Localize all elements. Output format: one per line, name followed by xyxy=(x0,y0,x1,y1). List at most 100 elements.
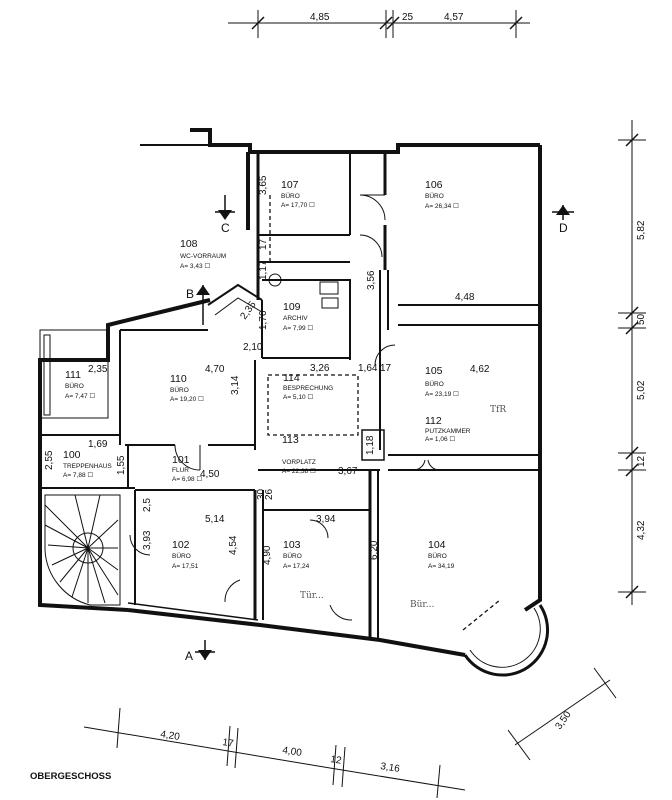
svg-text:109: 109 xyxy=(283,301,301,313)
svg-text:A= 3,43 ☐: A= 3,43 ☐ xyxy=(180,262,210,270)
top-dim-1: 4,85 xyxy=(310,12,330,23)
right-dim-5: 4,32 xyxy=(636,520,647,540)
svg-text:26: 26 xyxy=(264,488,275,500)
svg-text:102: 102 xyxy=(172,539,190,551)
bottom-dim-3: 4,00 xyxy=(282,745,303,759)
svg-text:VORPLATZ: VORPLATZ xyxy=(282,459,316,466)
svg-text:113: 113 xyxy=(282,434,299,446)
svg-text:A= 6,98 ☐: A= 6,98 ☐ xyxy=(172,475,202,483)
left-bay xyxy=(39,329,109,419)
sanitary-fixtures xyxy=(268,273,339,309)
svg-text:1,69: 1,69 xyxy=(88,439,108,450)
svg-text:A= 7,47 ☐: A= 7,47 ☐ xyxy=(65,392,95,400)
exterior-walls xyxy=(38,128,542,657)
door-swings xyxy=(129,194,439,621)
dashed-lines xyxy=(267,195,501,631)
svg-text:1,64: 1,64 xyxy=(358,363,378,374)
bottom-dim-1: 4,20 xyxy=(160,729,181,743)
svg-text:30: 30 xyxy=(256,488,267,500)
room-label-105: 105 BÜRO A= 23,19 ☐ xyxy=(425,365,459,398)
svg-text:4,90: 4,90 xyxy=(262,545,273,565)
section-marker-a: A xyxy=(185,640,215,663)
right-dimension-chain: 5,82 50 5,02 12 4,32 xyxy=(618,120,647,605)
section-marker-b: B xyxy=(186,285,210,325)
svg-text:112: 112 xyxy=(425,415,442,427)
room-label-107: 107 BÜRO A= 17,70 ☐ xyxy=(281,179,315,209)
svg-text:3,26: 3,26 xyxy=(310,363,330,374)
room-label-110: 110 BÜRO A= 19,20 ☐ xyxy=(170,373,204,403)
room-label-112: 112 PUTZKAMMER A= 1,06 ☐ xyxy=(425,415,471,443)
svg-text:BÜRO: BÜRO xyxy=(170,386,189,394)
svg-text:1,18: 1,18 xyxy=(365,435,376,455)
svg-text:5,14: 5,14 xyxy=(205,514,225,525)
svg-text:A= 23,19 ☐: A= 23,19 ☐ xyxy=(425,390,459,398)
svg-text:6,20: 6,20 xyxy=(369,540,380,560)
svg-text:A= 17,70 ☐: A= 17,70 ☐ xyxy=(281,201,315,209)
svg-text:WC-VORRAUM: WC-VORRAUM xyxy=(180,253,226,260)
room-label-103: 103 BÜRO A= 17,24 xyxy=(283,539,310,570)
svg-text:1,55: 1,55 xyxy=(116,455,127,475)
svg-text:2,5: 2,5 xyxy=(142,498,153,512)
svg-text:BÜRO: BÜRO xyxy=(172,552,191,560)
section-label-d: D xyxy=(559,221,568,235)
svg-text:104: 104 xyxy=(428,539,446,551)
svg-text:4,54: 4,54 xyxy=(228,535,239,555)
section-label-b: B xyxy=(186,287,194,301)
svg-text:2,35: 2,35 xyxy=(238,299,258,322)
svg-text:4,62: 4,62 xyxy=(470,364,490,375)
room-label-109: 109 ARCHIV A= 7,99 ☐ xyxy=(283,301,313,332)
section-marker-d: D xyxy=(552,205,574,235)
svg-text:2,55: 2,55 xyxy=(44,450,55,470)
section-label-c: C xyxy=(221,221,230,235)
svg-text:3,65: 3,65 xyxy=(258,175,269,195)
bottom-dimension-chain: 4,20 17 4,00 12 3,16 xyxy=(83,707,466,799)
svg-text:17: 17 xyxy=(380,363,392,374)
svg-text:A= 5,10 ☐: A= 5,10 ☐ xyxy=(283,393,313,401)
room-label-100: 100 TREPPENHAUS A= 7,88 ☐ xyxy=(63,449,112,479)
svg-text:A= 7,99 ☐: A= 7,99 ☐ xyxy=(283,324,313,332)
annotation-tuer: Tür... xyxy=(300,591,324,601)
svg-text:BÜRO: BÜRO xyxy=(425,380,444,388)
annotation-tfr: TfR xyxy=(490,405,506,415)
svg-text:3,93: 3,93 xyxy=(142,530,153,550)
top-dimension-chain: 4,85 25 4,57 xyxy=(228,10,530,38)
right-dim-3: 5,02 xyxy=(636,380,647,400)
svg-text:A= 19,20 ☐: A= 19,20 ☐ xyxy=(170,395,204,403)
drawing-title: OBERGESCHOSS xyxy=(30,771,111,782)
svg-text:106: 106 xyxy=(425,179,443,191)
room-label-114: 114 BESPRECHUNG A= 5,10 ☐ xyxy=(283,372,333,401)
svg-text:1,17: 1,17 xyxy=(258,260,269,280)
svg-text:TREPPENHAUS: TREPPENHAUS xyxy=(63,463,112,470)
svg-text:108: 108 xyxy=(180,238,198,250)
section-marker-c: C xyxy=(215,195,235,235)
svg-text:ARCHIV: ARCHIV xyxy=(283,315,308,322)
room-label-106: 106 BÜRO A= 26,34 ☐ xyxy=(425,179,459,210)
svg-text:4,50: 4,50 xyxy=(200,469,220,480)
room-label-111: 111 BÜRO A= 7,47 ☐ xyxy=(65,369,95,400)
diagonal-dim-label: 3,50 xyxy=(553,709,573,732)
svg-text:FLUR: FLUR xyxy=(172,467,189,474)
bottom-dim-4: 12 xyxy=(330,754,343,767)
room-label-108: 108 WC-VORRAUM A= 3,43 ☐ xyxy=(180,238,226,270)
svg-text:3,14: 3,14 xyxy=(230,375,241,395)
svg-text:105: 105 xyxy=(425,365,443,377)
bay-window xyxy=(463,604,550,677)
svg-text:17: 17 xyxy=(258,238,269,250)
svg-text:1,76: 1,76 xyxy=(258,310,269,330)
svg-text:110: 110 xyxy=(170,373,187,385)
svg-text:PUTZKAMMER: PUTZKAMMER xyxy=(425,428,471,435)
room-label-102: 102 BÜRO A= 17,51 xyxy=(172,539,199,570)
svg-text:A= 17,51: A= 17,51 xyxy=(172,563,199,570)
top-dim-3: 4,57 xyxy=(444,12,464,23)
svg-text:3,56: 3,56 xyxy=(366,270,377,290)
svg-text:BÜRO: BÜRO xyxy=(425,192,444,200)
diagonal-dimension: 3,50 xyxy=(507,667,617,761)
interior-walls xyxy=(40,152,540,640)
inner-dimensions: 3,65 17 1,17 1,76 2,35 4,70 3,14 4,48 4,… xyxy=(44,175,490,565)
svg-text:A= 1,06 ☐: A= 1,06 ☐ xyxy=(425,435,455,443)
svg-text:BÜRO: BÜRO xyxy=(283,552,302,560)
bottom-dim-2: 17 xyxy=(222,737,235,750)
svg-text:2,35: 2,35 xyxy=(88,364,108,375)
svg-text:A= 26,34 ☐: A= 26,34 ☐ xyxy=(425,202,459,210)
